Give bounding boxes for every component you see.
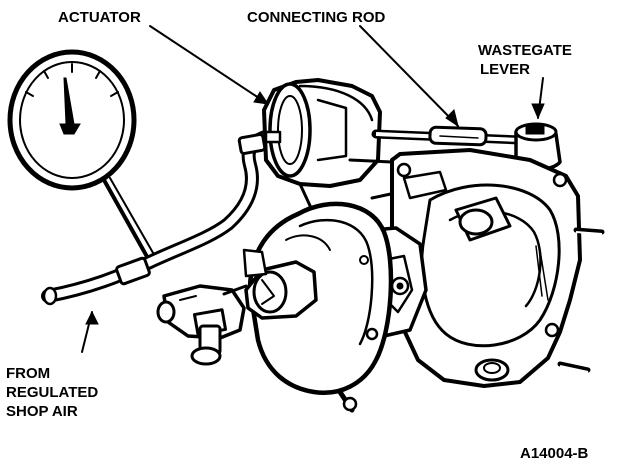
shop-air-label-line1: FROM xyxy=(6,365,50,382)
wastegate-label-line1: WASTEGATE xyxy=(478,42,572,59)
leader-arrowheads xyxy=(85,91,545,325)
turbine-housing xyxy=(390,148,605,388)
air-hose xyxy=(41,129,275,306)
actuator-label: ACTUATOR xyxy=(58,9,141,26)
wastegate-label-line2: LEVER xyxy=(480,61,530,78)
bypass-valve xyxy=(156,248,268,366)
compressor-housing xyxy=(244,201,394,413)
shop-air-label-line3: SHOP AIR xyxy=(6,403,78,420)
connecting-rod-label: CONNECTING ROD xyxy=(247,9,386,26)
shop-air-label-line2: REGULATED xyxy=(6,384,98,401)
connecting-rod-icon xyxy=(371,125,525,147)
figure-id-label: A14004-B xyxy=(520,445,589,462)
actuator-icon xyxy=(262,78,402,216)
pressure-gauge-icon xyxy=(7,49,157,264)
